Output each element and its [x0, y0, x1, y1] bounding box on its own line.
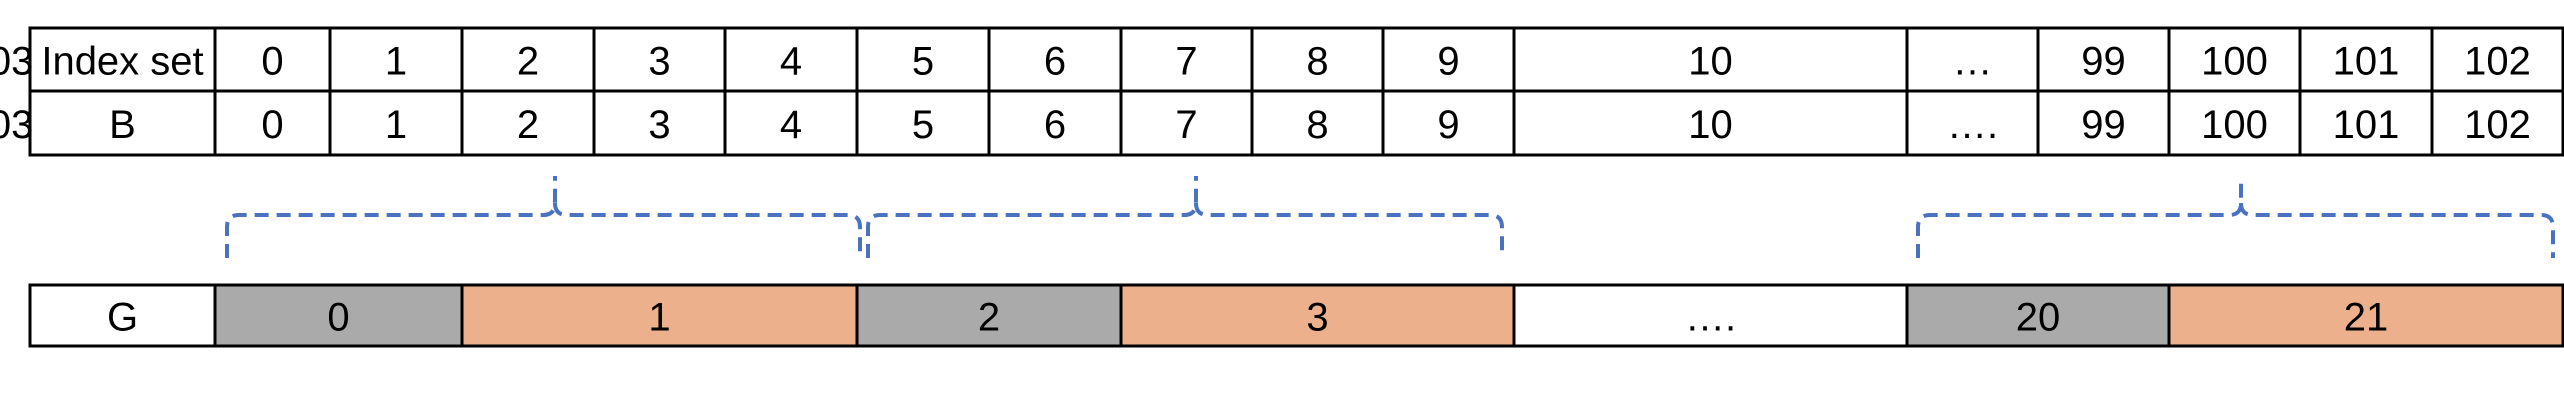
index-table: Index set012345678910…99100101102103B012… [0, 26, 2564, 157]
group-cell [1512, 283, 1909, 348]
table-cell [1512, 26, 1909, 93]
cell-value: 7 [1175, 40, 1197, 84]
table-cell [2430, 26, 2564, 93]
cell-value: 2 [517, 40, 539, 84]
cell-value: 3 [648, 103, 670, 147]
cell-value: 1 [385, 103, 407, 147]
cell-value: 10 [1688, 40, 1733, 84]
cell-value: 0 [261, 40, 283, 84]
table-cell [723, 89, 859, 157]
cell-value: 6 [1044, 40, 1066, 84]
cell-value: 101 [2333, 103, 2400, 147]
cell-value: 8 [1306, 40, 1328, 84]
table-cell [328, 89, 464, 157]
group-value: …. [1685, 296, 1736, 340]
cell-value: 103 [0, 40, 33, 84]
group-cell [1905, 283, 2171, 348]
table-cell [460, 89, 596, 157]
group-cell [2167, 283, 2564, 348]
table-cell [2430, 89, 2564, 157]
group-value: 0 [327, 296, 349, 340]
group-label-cell [28, 283, 217, 348]
cell-value: …. [1947, 103, 1998, 147]
table-cell [1512, 89, 1909, 157]
table-cell [987, 26, 1123, 93]
group-cell [213, 283, 464, 348]
group-value: 1 [648, 296, 670, 340]
cell-value: 99 [2081, 103, 2126, 147]
cell-value: 4 [780, 40, 802, 84]
group-cell [460, 283, 859, 348]
cell-value: 5 [912, 40, 934, 84]
cell-value: 5 [912, 103, 934, 147]
cell-value: 102 [2464, 103, 2531, 147]
cell-value: 102 [2464, 40, 2531, 84]
cell-value: … [1953, 40, 1993, 84]
cell-value: 7 [1175, 103, 1197, 147]
cell-value: 9 [1437, 103, 1459, 147]
group-row: G 0 1 2 3 …. 20 21 [28, 283, 2564, 348]
cell-value: 100 [2201, 103, 2268, 147]
table-cell [1250, 26, 1385, 93]
table-cell [987, 89, 1123, 157]
cell-value: 2 [517, 103, 539, 147]
cell-value: 101 [2333, 40, 2400, 84]
table-cell [2036, 89, 2171, 157]
group-brace [225, 176, 862, 258]
group-brace [866, 176, 1504, 258]
cell-value: 0 [261, 103, 283, 147]
table-cell [723, 26, 859, 93]
group-value: 2 [978, 296, 1000, 340]
row-label-cell [28, 26, 217, 93]
group-cell [855, 283, 1123, 348]
table-cell [2298, 26, 2434, 93]
row-label: B [109, 103, 136, 147]
cell-value: 103 [0, 103, 33, 147]
cell-value: 3 [648, 40, 670, 84]
group-braces [225, 176, 2555, 258]
cell-value: 9 [1437, 40, 1459, 84]
table-cell [213, 89, 332, 157]
row-label: Index set [41, 40, 203, 84]
cell-value: 4 [780, 103, 802, 147]
table-cell [1381, 89, 1516, 157]
table-cell [1250, 89, 1385, 157]
cell-value: 10 [1688, 103, 1733, 147]
group-label: G [107, 296, 138, 340]
cell-value: 1 [385, 40, 407, 84]
table-cell [2036, 26, 2171, 93]
group-brace [1916, 176, 2555, 258]
cell-value: 6 [1044, 103, 1066, 147]
group-value: 20 [2016, 296, 2061, 340]
cell-value: 100 [2201, 40, 2268, 84]
group-value: 3 [1306, 296, 1328, 340]
table-cell [592, 89, 727, 157]
cell-value: 8 [1306, 103, 1328, 147]
group-value: 21 [2344, 296, 2389, 340]
cell-value: 99 [2081, 40, 2126, 84]
